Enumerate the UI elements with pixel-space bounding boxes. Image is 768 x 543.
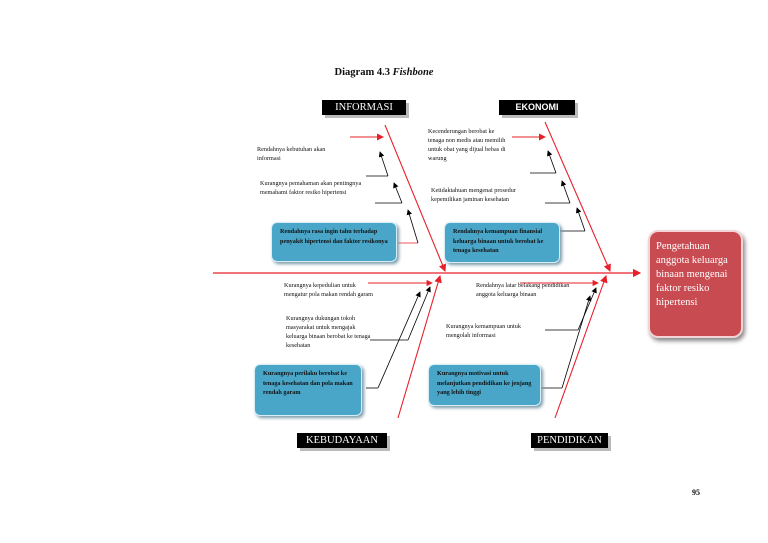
arrow-informasi-2 (393, 182, 403, 204)
category-pendidikan: PENDIDIKAN (531, 433, 608, 448)
cause-ekonomi-1: Kecenderungan berobat ke tenaga non medi… (428, 128, 506, 162)
category-kebudayaan: KEBUDAYAAN (297, 433, 387, 448)
arrow-pendidikan-2 (577, 287, 597, 331)
cause-kebudayaan-1: Kurangnya kepedulian untuk mengatur pola… (284, 282, 373, 298)
arrow-informasi-1b (378, 151, 389, 177)
cause-pendidikan-1: Rendahnya latar belakang pendidikan angg… (476, 282, 570, 298)
page-number: 95 (692, 488, 700, 497)
arrow-ekonomi-box (575, 207, 586, 232)
bone-ekonomi (544, 121, 611, 273)
category-ekonomi: EKONOMI (499, 100, 575, 115)
bone-kebudayaan (397, 274, 442, 419)
cause-ekonomi-2: Ketidaktahuan mengenai prosedur kepemili… (431, 187, 516, 203)
cause-box-kebudayaan: Kurangnya perilaku berobat ke tenaga kes… (254, 364, 362, 416)
cause-kebudayaan-2: Kurangnya dukungan tokoh masyarakat untu… (286, 315, 371, 349)
arrow-pendidikan-box (561, 295, 592, 389)
category-informasi: INFORMASI (322, 100, 406, 115)
cause-informasi-2: Kurangnya pemahaman akan pentingnya mema… (260, 180, 362, 196)
bone-informasi (384, 124, 447, 273)
diagram-title: Diagram 4.3 Fishbone (334, 67, 434, 78)
arrow-kebudayaan-2 (407, 286, 431, 341)
cause-pendidikan-2: Kurangnya kemampuan untuk mengolah infor… (446, 323, 521, 339)
bone-pendidikan (554, 274, 608, 419)
cause-box-ekonomi: Rendahnya kemampuan finansial keluarga b… (444, 222, 560, 263)
cause-box-pendidikan: Kurangnya motivasi untuk melanjutkan pen… (428, 364, 541, 406)
cause-box-informasi: Rendahnya rasa ingin tahu terhadap penya… (271, 222, 397, 262)
arrow-ekonomi-2 (561, 180, 571, 204)
cause-informasi-1: Rendahnya kebutuhan akan informasi (257, 146, 326, 162)
arrow-kebudayaan-box (377, 291, 421, 389)
effect-box: Pengetahuan anggota keluarga binaan meng… (648, 230, 743, 338)
arrow-ekonomi-1b (547, 150, 557, 174)
